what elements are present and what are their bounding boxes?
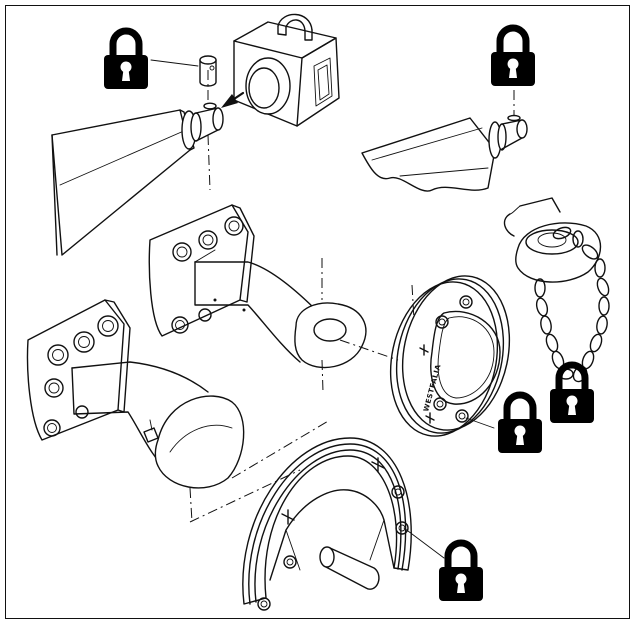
padlock-icon	[498, 395, 542, 453]
flanged-ball-arm	[148, 204, 399, 393]
ball-with-chain	[503, 197, 610, 383]
protection-ring-plate: WESTFALIA	[389, 275, 511, 437]
padlock-icon	[439, 543, 483, 601]
padlock-icon	[491, 28, 535, 86]
padlock-icon	[104, 31, 148, 89]
top-left-hitch-assembly	[51, 13, 340, 256]
semicircular-cover-with-shaft	[189, 419, 445, 611]
flanged-swan-neck	[26, 299, 245, 523]
top-right-ball-neck	[361, 90, 528, 192]
padlock-icon	[550, 365, 594, 423]
